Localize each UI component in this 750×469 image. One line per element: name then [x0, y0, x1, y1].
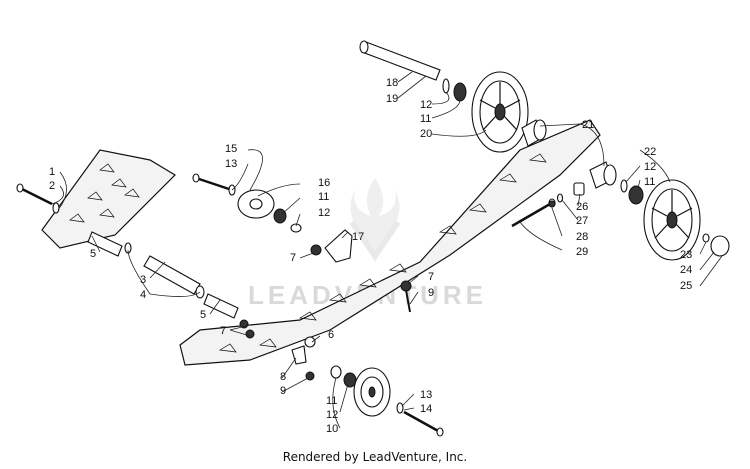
bearing-11-mid	[273, 208, 287, 224]
callout-9-lower: 9	[280, 385, 286, 397]
callout-numbers: 1 2 3 4 5 5 6 7 7 7 8 9 9 10 11 11 11 11…	[49, 77, 692, 435]
callout-10: 10	[326, 423, 338, 435]
callout-18: 18	[386, 77, 398, 89]
wheel-hub-left	[521, 119, 547, 147]
rendered-by-footer: Rendered by LeadVenture, Inc.	[282, 450, 468, 464]
callout-15: 15	[225, 143, 237, 155]
callout-23: 23	[680, 249, 692, 261]
small-idler-wheel-16	[237, 189, 275, 219]
upper-bearing	[453, 82, 467, 102]
callout-12-upper: 12	[420, 99, 432, 111]
left-rail	[41, 149, 176, 249]
spacer-26	[573, 182, 585, 196]
callout-13-lower: 13	[420, 389, 432, 401]
spacer-tube-5-lower	[203, 293, 239, 319]
callout-17: 17	[352, 231, 364, 243]
cross-tube-3	[143, 255, 201, 295]
callout-16: 16	[318, 177, 330, 189]
callout-14: 14	[420, 403, 432, 415]
bushing-6	[304, 336, 316, 348]
callout-26: 26	[576, 201, 588, 213]
callout-12-right: 12	[644, 161, 656, 173]
callout-11-lower: 11	[326, 395, 337, 407]
callout-5-lower: 5	[200, 309, 206, 321]
cap-24-25	[710, 235, 730, 257]
small-idler-wheel-10	[353, 367, 391, 417]
callout-20: 20	[420, 128, 432, 140]
callout-7-c: 7	[428, 271, 434, 283]
washer-27	[556, 193, 564, 203]
large-idler-wheel-right	[643, 179, 701, 261]
main-rail	[179, 119, 601, 366]
leader-lines	[51, 71, 723, 429]
callout-12-mid: 12	[318, 207, 330, 219]
watermark-logo	[349, 178, 401, 262]
ring-12-lower	[330, 365, 342, 379]
bolt-1	[16, 183, 53, 206]
callout-9-right: 9	[428, 287, 434, 299]
washer-14	[396, 402, 404, 414]
callout-28: 28	[576, 231, 588, 243]
bearing-11-right	[628, 185, 644, 205]
callout-1: 1	[49, 166, 55, 178]
callout-11-right: 11	[644, 176, 655, 188]
callout-19: 19	[386, 93, 398, 105]
callout-7-b: 7	[290, 252, 296, 264]
callout-4: 4	[140, 289, 146, 301]
ring-12-right	[620, 179, 628, 193]
wheel-hub-right	[589, 161, 617, 189]
bolt-15	[192, 173, 233, 192]
callout-11-upper: 11	[420, 113, 431, 125]
callout-22: 22	[644, 146, 656, 158]
callout-21: 21	[582, 119, 594, 131]
upper-ring	[442, 78, 450, 94]
washer-2	[52, 202, 60, 214]
large-idler-wheel-upper	[471, 71, 529, 153]
bolt-13-lower	[403, 410, 444, 437]
nut-7-b	[245, 329, 255, 339]
nut-28	[548, 200, 556, 208]
callout-24: 24	[680, 264, 692, 276]
callout-27: 27	[576, 215, 588, 227]
axle-bracket-17	[310, 229, 353, 263]
callout-6: 6	[328, 329, 334, 341]
ring-12-mid	[290, 223, 302, 233]
callout-2: 2	[49, 180, 55, 192]
callout-3: 3	[140, 274, 146, 286]
callout-5-upper: 5	[90, 248, 96, 260]
callout-7-a: 7	[220, 325, 226, 337]
callout-11-mid: 11	[318, 191, 329, 203]
callout-29: 29	[576, 246, 588, 258]
callout-25: 25	[680, 280, 692, 292]
spacer-tube-5-upper	[87, 231, 123, 257]
washer-23	[702, 233, 710, 243]
callout-13-upper: 13	[225, 158, 237, 170]
callout-12-lower: 12	[326, 409, 338, 421]
callout-8: 8	[280, 371, 286, 383]
upper-shaft	[359, 40, 441, 81]
